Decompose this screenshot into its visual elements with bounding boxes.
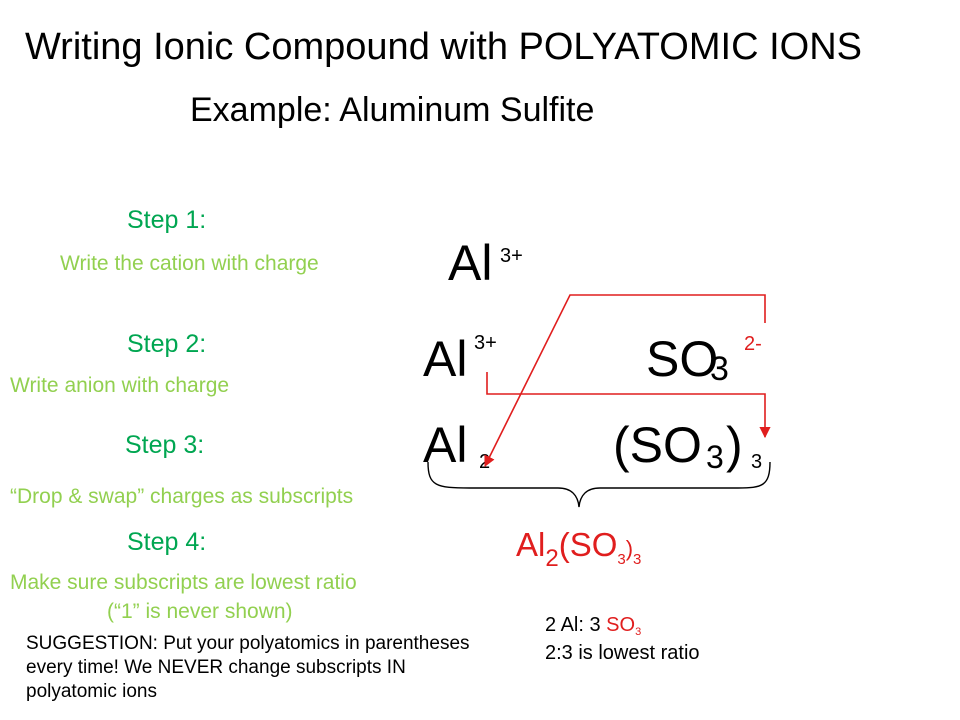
step-1-desc: Write the cation with charge (60, 252, 319, 275)
ratio-prefix: 2 Al: 3 (545, 614, 607, 636)
final-inner-sub: 3 (617, 551, 626, 568)
step2-anion-sub: 3 (710, 350, 729, 388)
step-4-desc-line2: (“1” is never shown) (107, 600, 293, 623)
final-al-sub: 2 (545, 545, 559, 572)
step-4-label: Step 4: (127, 528, 207, 556)
step2-cation-charge: 3+ (474, 332, 497, 354)
step2-anion-charge: 2- (744, 333, 762, 355)
final-open: (SO (558, 526, 618, 563)
ratio-so: SO (606, 614, 636, 636)
step2-anion: SO (646, 331, 719, 387)
step1-cation: Al (448, 235, 493, 291)
step-2-desc: Write anion with charge (10, 374, 230, 397)
anion-charge-arrow (484, 294, 766, 468)
page-title: Writing Ionic Compound with POLYATOMIC I… (25, 26, 862, 68)
step3-anion-close: ) (726, 417, 743, 473)
ratio-so-sub: 3 (635, 626, 642, 638)
step1-cation-charge: 3+ (500, 245, 523, 267)
step-2-label: Step 2: (127, 330, 207, 358)
step-3-desc: “Drop & swap” charges as subscripts (10, 485, 354, 508)
step2-cation: Al (423, 331, 468, 387)
step3-anion-open: (SO (613, 417, 702, 473)
ratio-line-1: 2 Al: 3 SO3 (545, 612, 641, 641)
cation-charge-arrow (486, 372, 771, 439)
final-close: ) (625, 536, 634, 561)
page-subtitle: Example: Aluminum Sulfite (190, 91, 595, 129)
final-outer-sub: 3 (633, 551, 642, 568)
suggestion-note: SUGGESTION: Put your polyatomics in pare… (26, 633, 470, 702)
grouping-brace (427, 461, 771, 508)
final-al: Al (516, 526, 546, 563)
step3-anion-inner-sub: 3 (706, 439, 724, 475)
ratio-line-2: 2:3 is lowest ratio (545, 642, 700, 664)
step3-cation: Al (423, 417, 468, 473)
step-3-label: Step 3: (125, 431, 205, 459)
step-1-label: Step 1: (127, 206, 207, 234)
final-formula: Al2(SO3)3 (516, 526, 641, 571)
step3-anion-sub: 3 (751, 451, 763, 473)
step-4-desc-line1: Make sure subscripts are lowest ratio (10, 571, 357, 594)
